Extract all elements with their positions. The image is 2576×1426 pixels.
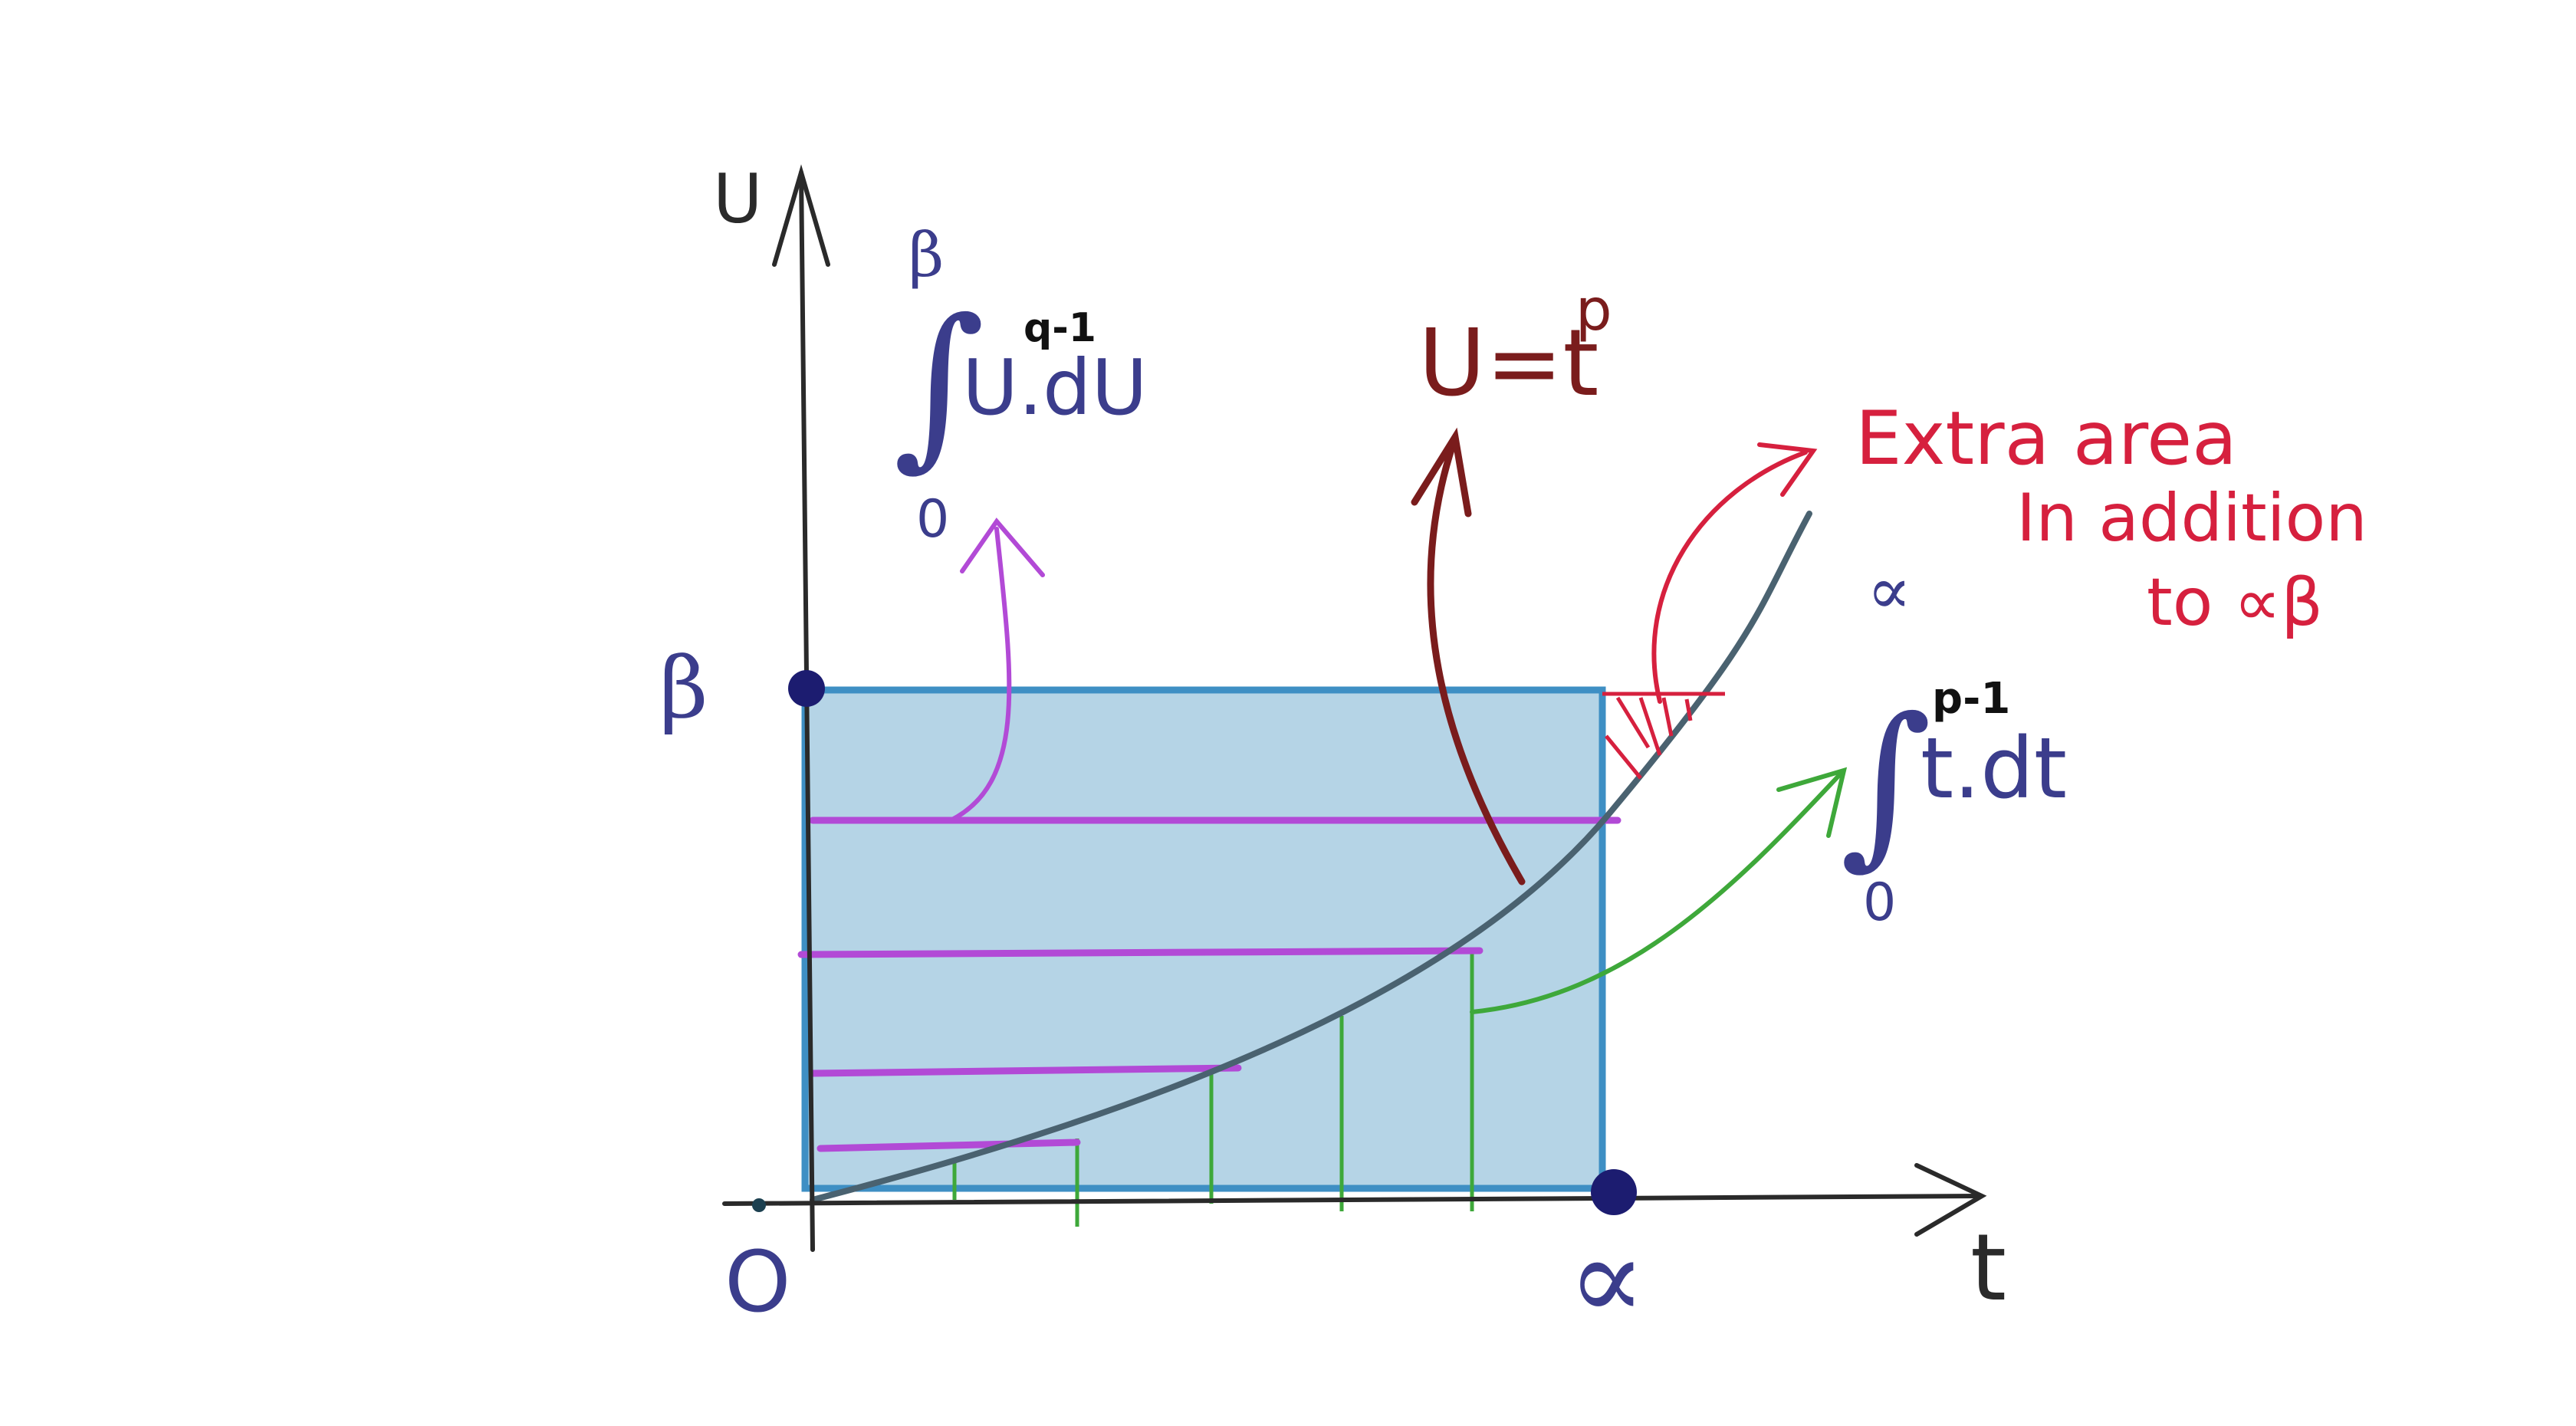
t-axis-line xyxy=(722,1194,1980,1206)
origin-point xyxy=(752,1198,766,1212)
extra-area-hatch xyxy=(1602,692,1725,780)
u-axis-label: U xyxy=(713,159,762,238)
integral-u-sign: ∫ xyxy=(893,282,985,487)
axes xyxy=(722,164,1987,1252)
extra-area-line-1: Extra area xyxy=(1855,396,2237,481)
alpha-beta-rectangle xyxy=(801,686,1606,1192)
integral-u-body: U.dU xyxy=(962,343,1148,432)
alpha-point xyxy=(1591,1169,1637,1215)
integral-u-upper-limit: β xyxy=(909,219,944,291)
alpha-label: ∝ xyxy=(1568,1213,1646,1346)
purple-strip xyxy=(809,1064,1242,1077)
beta-point xyxy=(788,670,825,707)
maroon-arrow xyxy=(1411,427,1526,886)
green-arrow-head xyxy=(1776,767,1848,838)
origin-label: O xyxy=(724,1233,791,1331)
green-arrow xyxy=(1470,767,1848,1014)
integral-u-lower-limit: 0 xyxy=(916,489,949,550)
maroon-arrow-head xyxy=(1411,427,1472,518)
hatch-line xyxy=(1661,697,1674,737)
hatch-line xyxy=(1684,698,1693,721)
hatch-line xyxy=(1615,696,1651,749)
green-vertical-strips xyxy=(952,951,1474,1227)
integral-t-sign: ∫ xyxy=(1840,681,1932,886)
red-arrow-head xyxy=(1757,442,1818,497)
extra-area-line-3: to ∝β xyxy=(2147,564,2323,641)
u-axis-arrowhead xyxy=(772,164,830,267)
integral-t-body: t.dt xyxy=(1921,719,2067,817)
u-axis-line xyxy=(799,170,815,1252)
integral-t: ∫ ∝ 0 t.dt p-1 xyxy=(1840,553,2067,933)
integral-t-lower-limit: 0 xyxy=(1863,872,1896,933)
green-arrow-shaft xyxy=(1470,772,1842,1014)
red-arrow xyxy=(1651,442,1818,704)
hatch-line xyxy=(1638,697,1662,756)
purple-strip xyxy=(816,1138,1081,1152)
integral-t-upper-limit: ∝ xyxy=(1867,553,1911,629)
curve-label: U=t xyxy=(1418,310,1598,417)
purple-arrow-shaft xyxy=(948,527,1012,823)
beta-label: β xyxy=(659,639,708,737)
purple-horizontal-strips xyxy=(797,816,1622,1152)
integral-u-exponent: q-1 xyxy=(1024,305,1096,351)
maroon-arrow-shaft xyxy=(1427,441,1526,886)
curve-u-equals-t-power-p xyxy=(810,511,1812,1203)
purple-strip xyxy=(797,947,1484,958)
integral-t-exponent: p-1 xyxy=(1932,674,2010,724)
purple-arrow-head xyxy=(960,518,1045,577)
t-axis-label: t xyxy=(1970,1215,2006,1322)
purple-arrow xyxy=(948,518,1045,823)
integral-u: ∫ β 0 U.dU q-1 xyxy=(893,219,1148,550)
t-axis-arrowhead xyxy=(1914,1163,1987,1237)
red-arrow-shaft xyxy=(1651,450,1808,704)
curve-exponent: p xyxy=(1576,276,1612,343)
hatch-line xyxy=(1605,734,1642,780)
extra-area-line-2: In addition xyxy=(2016,480,2367,557)
